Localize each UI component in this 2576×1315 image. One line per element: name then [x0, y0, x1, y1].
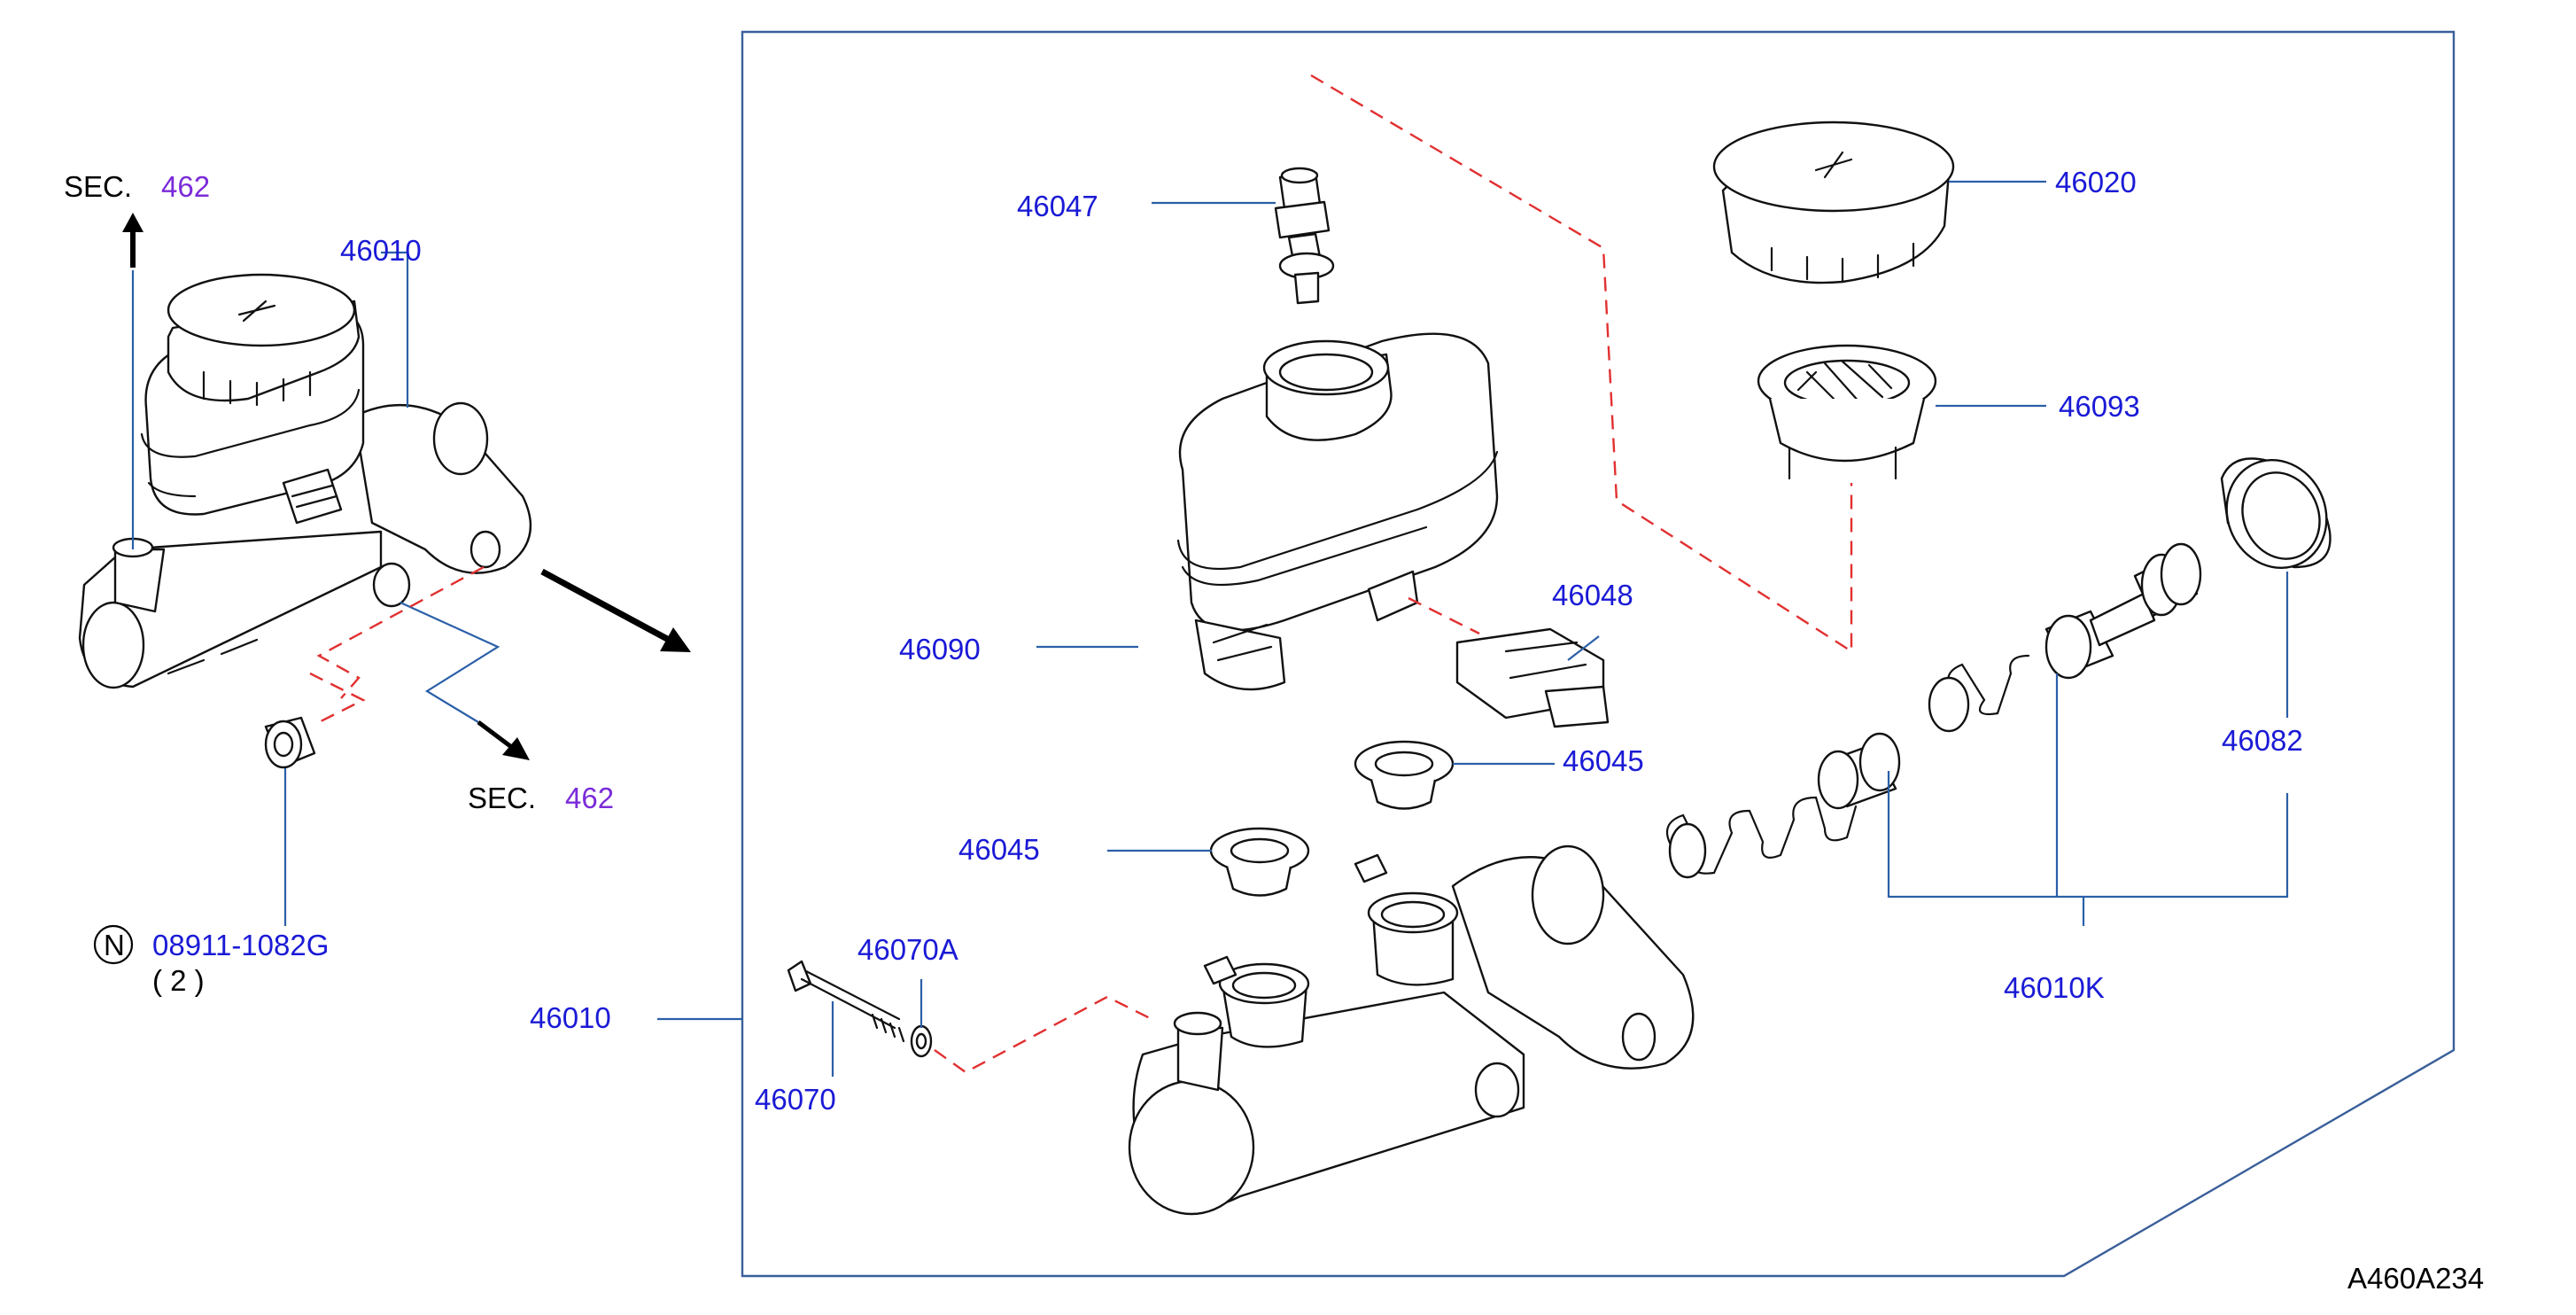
part-46047-drawing: [1274, 167, 1335, 305]
part-46093-strainer-drawing: [1757, 344, 1937, 480]
part-46020-cap-drawing: [1712, 121, 1955, 284]
label-46093[interactable]: 46093: [2059, 390, 2140, 423]
sec-bottom-prefix: SEC.: [468, 782, 536, 814]
part-46082-ring-drawing: [2220, 457, 2332, 570]
label-46010-top[interactable]: 46010: [340, 234, 422, 267]
label-46047[interactable]: 46047: [1017, 190, 1098, 222]
quantity-label: ( 2 ): [152, 964, 205, 997]
label-46070A[interactable]: 46070A: [857, 933, 958, 966]
assembled-master-cylinder-drawing: [78, 273, 532, 689]
part-46045-left-seal-drawing: [1209, 827, 1310, 897]
part-46090-reservoir-drawing: [1176, 332, 1499, 691]
label-46090[interactable]: 46090: [899, 633, 981, 665]
label-46045-left[interactable]: 46045: [958, 833, 1040, 866]
part-46070A-washer-drawing: [910, 1024, 933, 1058]
sec-bottom-number[interactable]: 462: [565, 782, 614, 814]
label-46048[interactable]: 46048: [1552, 579, 1633, 611]
nut-08911: [264, 716, 316, 769]
part-46070-bolt-drawing: [787, 960, 905, 1043]
label-46010K[interactable]: 46010K: [2004, 971, 2105, 1004]
label-08911-1082G[interactable]: 08911-1082G: [152, 929, 329, 961]
up-arrow-icon: [122, 213, 144, 268]
label-46070[interactable]: 46070: [755, 1083, 836, 1116]
figure-code: A460A234: [2347, 1262, 2484, 1295]
part-46010K-piston-kit-drawing: [1665, 542, 2202, 879]
assembly-frame: [741, 30, 2456, 1278]
sec-top-number[interactable]: 462: [161, 170, 210, 203]
nut-symbol: N: [104, 929, 125, 961]
nut-symbol-circle: [93, 924, 134, 965]
label-46020[interactable]: 46020: [2055, 166, 2137, 198]
part-46045-right-seal-drawing: [1354, 740, 1455, 810]
part-46048-drawing: [1455, 627, 1610, 728]
label-46045-right[interactable]: 46045: [1563, 744, 1644, 777]
label-46010-left[interactable]: 46010: [530, 1001, 611, 1034]
assembly-pointer-arrow-icon: [540, 568, 691, 652]
sec-top-prefix: SEC.: [64, 170, 132, 203]
part-46010-cylinder-body-drawing: [1128, 844, 1695, 1216]
down-right-arrow-icon: [477, 720, 530, 760]
label-46082[interactable]: 46082: [2222, 724, 2303, 757]
